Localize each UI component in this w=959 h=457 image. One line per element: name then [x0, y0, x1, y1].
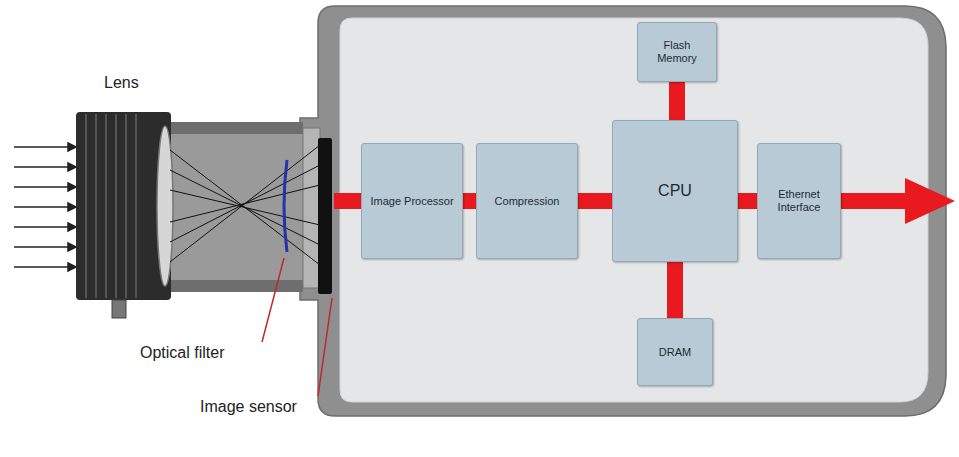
data-bus — [738, 193, 757, 209]
part-label: Optical filter — [140, 344, 224, 362]
component-box: Compression — [476, 143, 578, 259]
output-arrow — [836, 178, 955, 224]
lens — [76, 112, 332, 318]
component-name: Flash Memory — [638, 39, 716, 65]
leader-line — [262, 258, 284, 342]
component-name: Image Processor — [365, 195, 458, 208]
component-name: CPU — [653, 182, 697, 200]
component-box: CPU — [612, 120, 738, 262]
data-bus — [463, 193, 476, 209]
component-name: Compression — [490, 195, 565, 208]
component-box: Flash Memory — [637, 22, 717, 82]
data-bus — [578, 193, 612, 209]
image-sensor — [318, 138, 332, 294]
component-name: DRAM — [654, 346, 696, 359]
component-box: DRAM — [637, 318, 713, 386]
signal-bar — [334, 193, 362, 209]
part-label: Lens — [104, 74, 139, 92]
component-box: Image Processor — [361, 143, 463, 259]
part-label: Image sensor — [200, 398, 297, 416]
housing-inner-panel — [340, 18, 928, 402]
component-name: Ethernet Interface — [758, 188, 840, 214]
optical-filter — [284, 160, 287, 252]
light-arrows — [14, 143, 76, 271]
camera-housing — [300, 6, 946, 416]
component-box: Ethernet Interface — [757, 143, 841, 259]
leader-line — [318, 298, 332, 396]
data-bus — [669, 82, 685, 120]
data-bus — [667, 262, 683, 318]
